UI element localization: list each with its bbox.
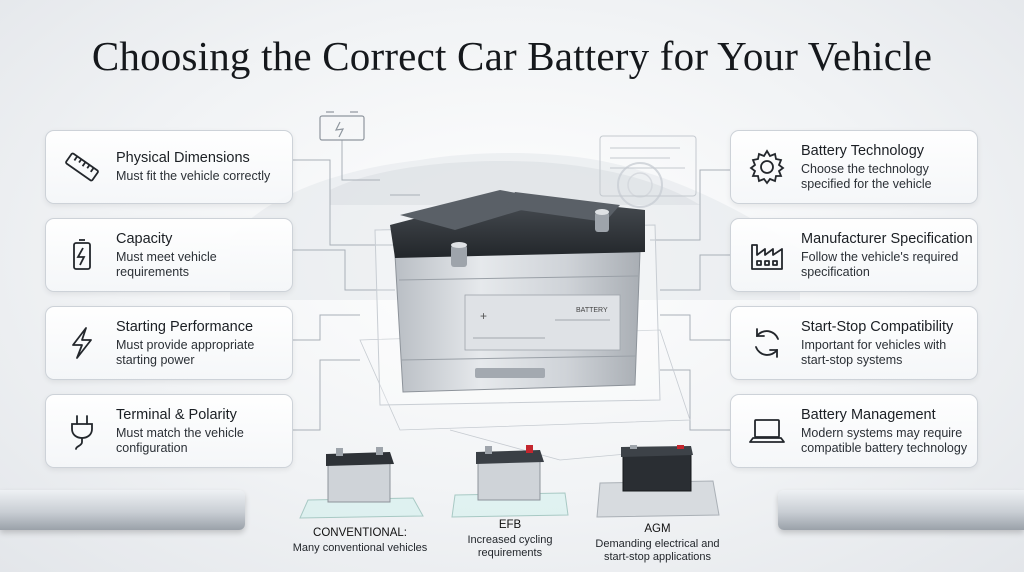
page-title: Choosing the Correct Car Battery for You… — [91, 33, 933, 79]
card-heading: Battery Management — [801, 406, 936, 423]
efb-battery-illustration — [451, 445, 569, 518]
battery-type-efb: EFB Increased cycling requirements — [450, 519, 570, 560]
card-description: Modern systems may require compatible ba… — [801, 425, 968, 455]
battery-charge-icon — [60, 233, 104, 277]
card-heading: Starting Performance — [116, 318, 254, 335]
laptop-icon — [745, 409, 789, 453]
ruler-icon — [60, 145, 104, 189]
right-pedestal — [778, 490, 1024, 530]
battery-type-name: AGM — [644, 523, 671, 535]
battery-type-desc: Increased cycling requirements — [467, 534, 553, 559]
gear-icon — [745, 145, 789, 189]
left-pedestal — [0, 490, 245, 530]
card-description: Important for vehicles with start-stop s… — [801, 337, 947, 367]
card-heading: Terminal & Polarity — [116, 406, 237, 423]
card-heading: Start-Stop Compatibility — [801, 318, 954, 335]
battery-type-agm: AGM Demanding electrical and start-stop … — [590, 523, 725, 564]
card-description: Must provide appropriate starting power — [116, 337, 255, 367]
main-battery-illustration: + — [374, 190, 661, 406]
svg-text:+: + — [480, 309, 487, 323]
lightning-icon — [60, 321, 104, 365]
battery-type-desc: Demanding electrical and start-stop appl… — [595, 538, 720, 563]
card-description: Choose the technology specified for the … — [801, 161, 932, 191]
card-heading: Battery Technology — [801, 142, 925, 159]
conventional-battery-illustration — [299, 447, 424, 519]
card-description: Follow the vehicle's required specificat… — [801, 249, 959, 279]
card-heading: Manufacturer Specification — [801, 230, 973, 247]
card-heading: Physical Dimensions — [116, 150, 250, 166]
card-description: Must meet vehicle requirements — [116, 249, 217, 279]
card-description: Must match the vehicle configuration — [116, 425, 244, 455]
plug-icon — [60, 409, 104, 453]
battery-type-name: CONVENTIONAL: — [313, 527, 407, 539]
battery-type-desc: Many conventional vehicles — [292, 542, 428, 554]
card-description: Must fit the vehicle correctly — [116, 169, 271, 183]
agm-battery-illustration — [596, 445, 720, 518]
factory-icon — [745, 233, 789, 277]
battery-label-text: BATTERY — [576, 307, 608, 314]
battery-type-name: EFB — [498, 519, 522, 531]
battery-terminal — [451, 242, 467, 267]
battery-terminal — [595, 209, 609, 232]
refresh-cycle-icon — [745, 321, 789, 365]
battery-type-conventional: CONVENTIONAL: Many conventional vehicles — [290, 527, 430, 555]
card-heading: Capacity — [116, 230, 173, 247]
